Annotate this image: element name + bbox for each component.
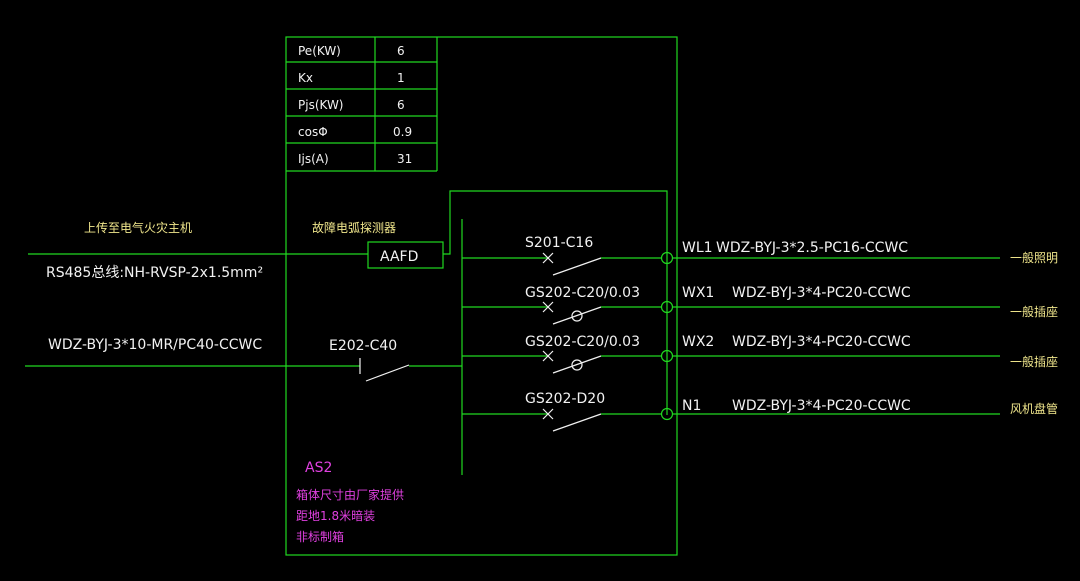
main-cable-label: WDZ-BYJ-3*10-MR/PC40-CCWC bbox=[48, 337, 262, 353]
branch-n1: GS202-D20 N1 WDZ-BYJ-3*4-PC20-CCWC 风机盘管 bbox=[462, 391, 1058, 432]
circuit-label: WX2 bbox=[682, 334, 714, 350]
breaker-blade bbox=[552, 257, 602, 276]
aafd-box bbox=[367, 241, 444, 269]
breaker-label: GS202-C20/0.03 bbox=[525, 334, 640, 350]
cable-label: WDZ-BYJ-3*4-PC20-CCWC bbox=[732, 334, 911, 350]
breaker-label: S201-C16 bbox=[525, 235, 593, 251]
table-param: Pjs(KW) bbox=[298, 98, 344, 112]
breaker-blade bbox=[552, 413, 602, 432]
branch-wl1: S201-C16 WL1 WDZ-BYJ-3*2.5-PC16-CCWC 一般照… bbox=[462, 235, 1058, 276]
rcd-circle bbox=[571, 310, 583, 322]
circuit-label: N1 bbox=[682, 398, 701, 414]
panel-note: 非标制箱 bbox=[296, 529, 344, 544]
cable-label: WDZ-BYJ-3*4-PC20-CCWC bbox=[732, 285, 911, 301]
breaker-blade bbox=[552, 306, 602, 325]
cable-label: WDZ-BYJ-3*2.5-PC16-CCWC bbox=[716, 240, 908, 256]
table-param: Kx bbox=[298, 71, 313, 85]
arc-detector-label: 故障电弧探测器 bbox=[312, 220, 396, 235]
breaker-cross bbox=[542, 408, 554, 420]
breaker-label: GS202-D20 bbox=[525, 391, 605, 407]
load-label: 一般照明 bbox=[1010, 250, 1058, 265]
main-breaker-blade bbox=[365, 364, 410, 382]
rcd-circle bbox=[571, 359, 583, 371]
table-value: 0.9 bbox=[393, 125, 412, 139]
breaker-cross bbox=[542, 252, 554, 264]
circuit-label: WX1 bbox=[682, 285, 714, 301]
table-param: Pe(KW) bbox=[298, 44, 341, 58]
panel-enclosure bbox=[285, 36, 678, 556]
branch-wx1: GS202-C20/0.03 WX1 WDZ-BYJ-3*4-PC20-CCWC… bbox=[462, 285, 1058, 325]
load-label: 一般插座 bbox=[1010, 354, 1058, 369]
breaker-cross bbox=[542, 301, 554, 313]
circuit-label: WL1 bbox=[682, 240, 713, 256]
table-param: cosΦ bbox=[298, 125, 328, 139]
table-value: 6 bbox=[397, 98, 405, 112]
table-value: 1 bbox=[397, 71, 405, 85]
main-breaker-label: E202-C40 bbox=[329, 338, 397, 354]
aafd-label: AAFD bbox=[380, 249, 418, 265]
cable-label: WDZ-BYJ-3*4-PC20-CCWC bbox=[732, 398, 911, 414]
branch-wx2: GS202-C20/0.03 WX2 WDZ-BYJ-3*4-PC20-CCWC… bbox=[462, 334, 1058, 374]
table-value: 6 bbox=[397, 44, 405, 58]
panel-name: AS2 bbox=[305, 460, 332, 476]
rs485-label: RS485总线:NH-RVSP-2x1.5mm² bbox=[46, 265, 263, 281]
breaker-blade bbox=[552, 355, 602, 374]
load-label: 风机盘管 bbox=[1010, 401, 1058, 416]
load-label: 一般插座 bbox=[1010, 304, 1058, 319]
fire-host-label: 上传至电气火灾主机 bbox=[84, 220, 192, 235]
load-table: Pe(KW) 6 Kx 1 Pjs(KW) 6 cosΦ 0.9 Ijs(A) … bbox=[286, 37, 438, 172]
table-value: 31 bbox=[397, 152, 412, 166]
panel-note: 距地1.8米暗装 bbox=[296, 508, 375, 523]
panel-note: 箱体尺寸由厂家提供 bbox=[296, 487, 404, 502]
breaker-cross bbox=[542, 350, 554, 362]
table-param: Ijs(A) bbox=[298, 152, 329, 166]
aafd-sensing-line bbox=[443, 190, 668, 415]
breaker-label: GS202-C20/0.03 bbox=[525, 285, 640, 301]
